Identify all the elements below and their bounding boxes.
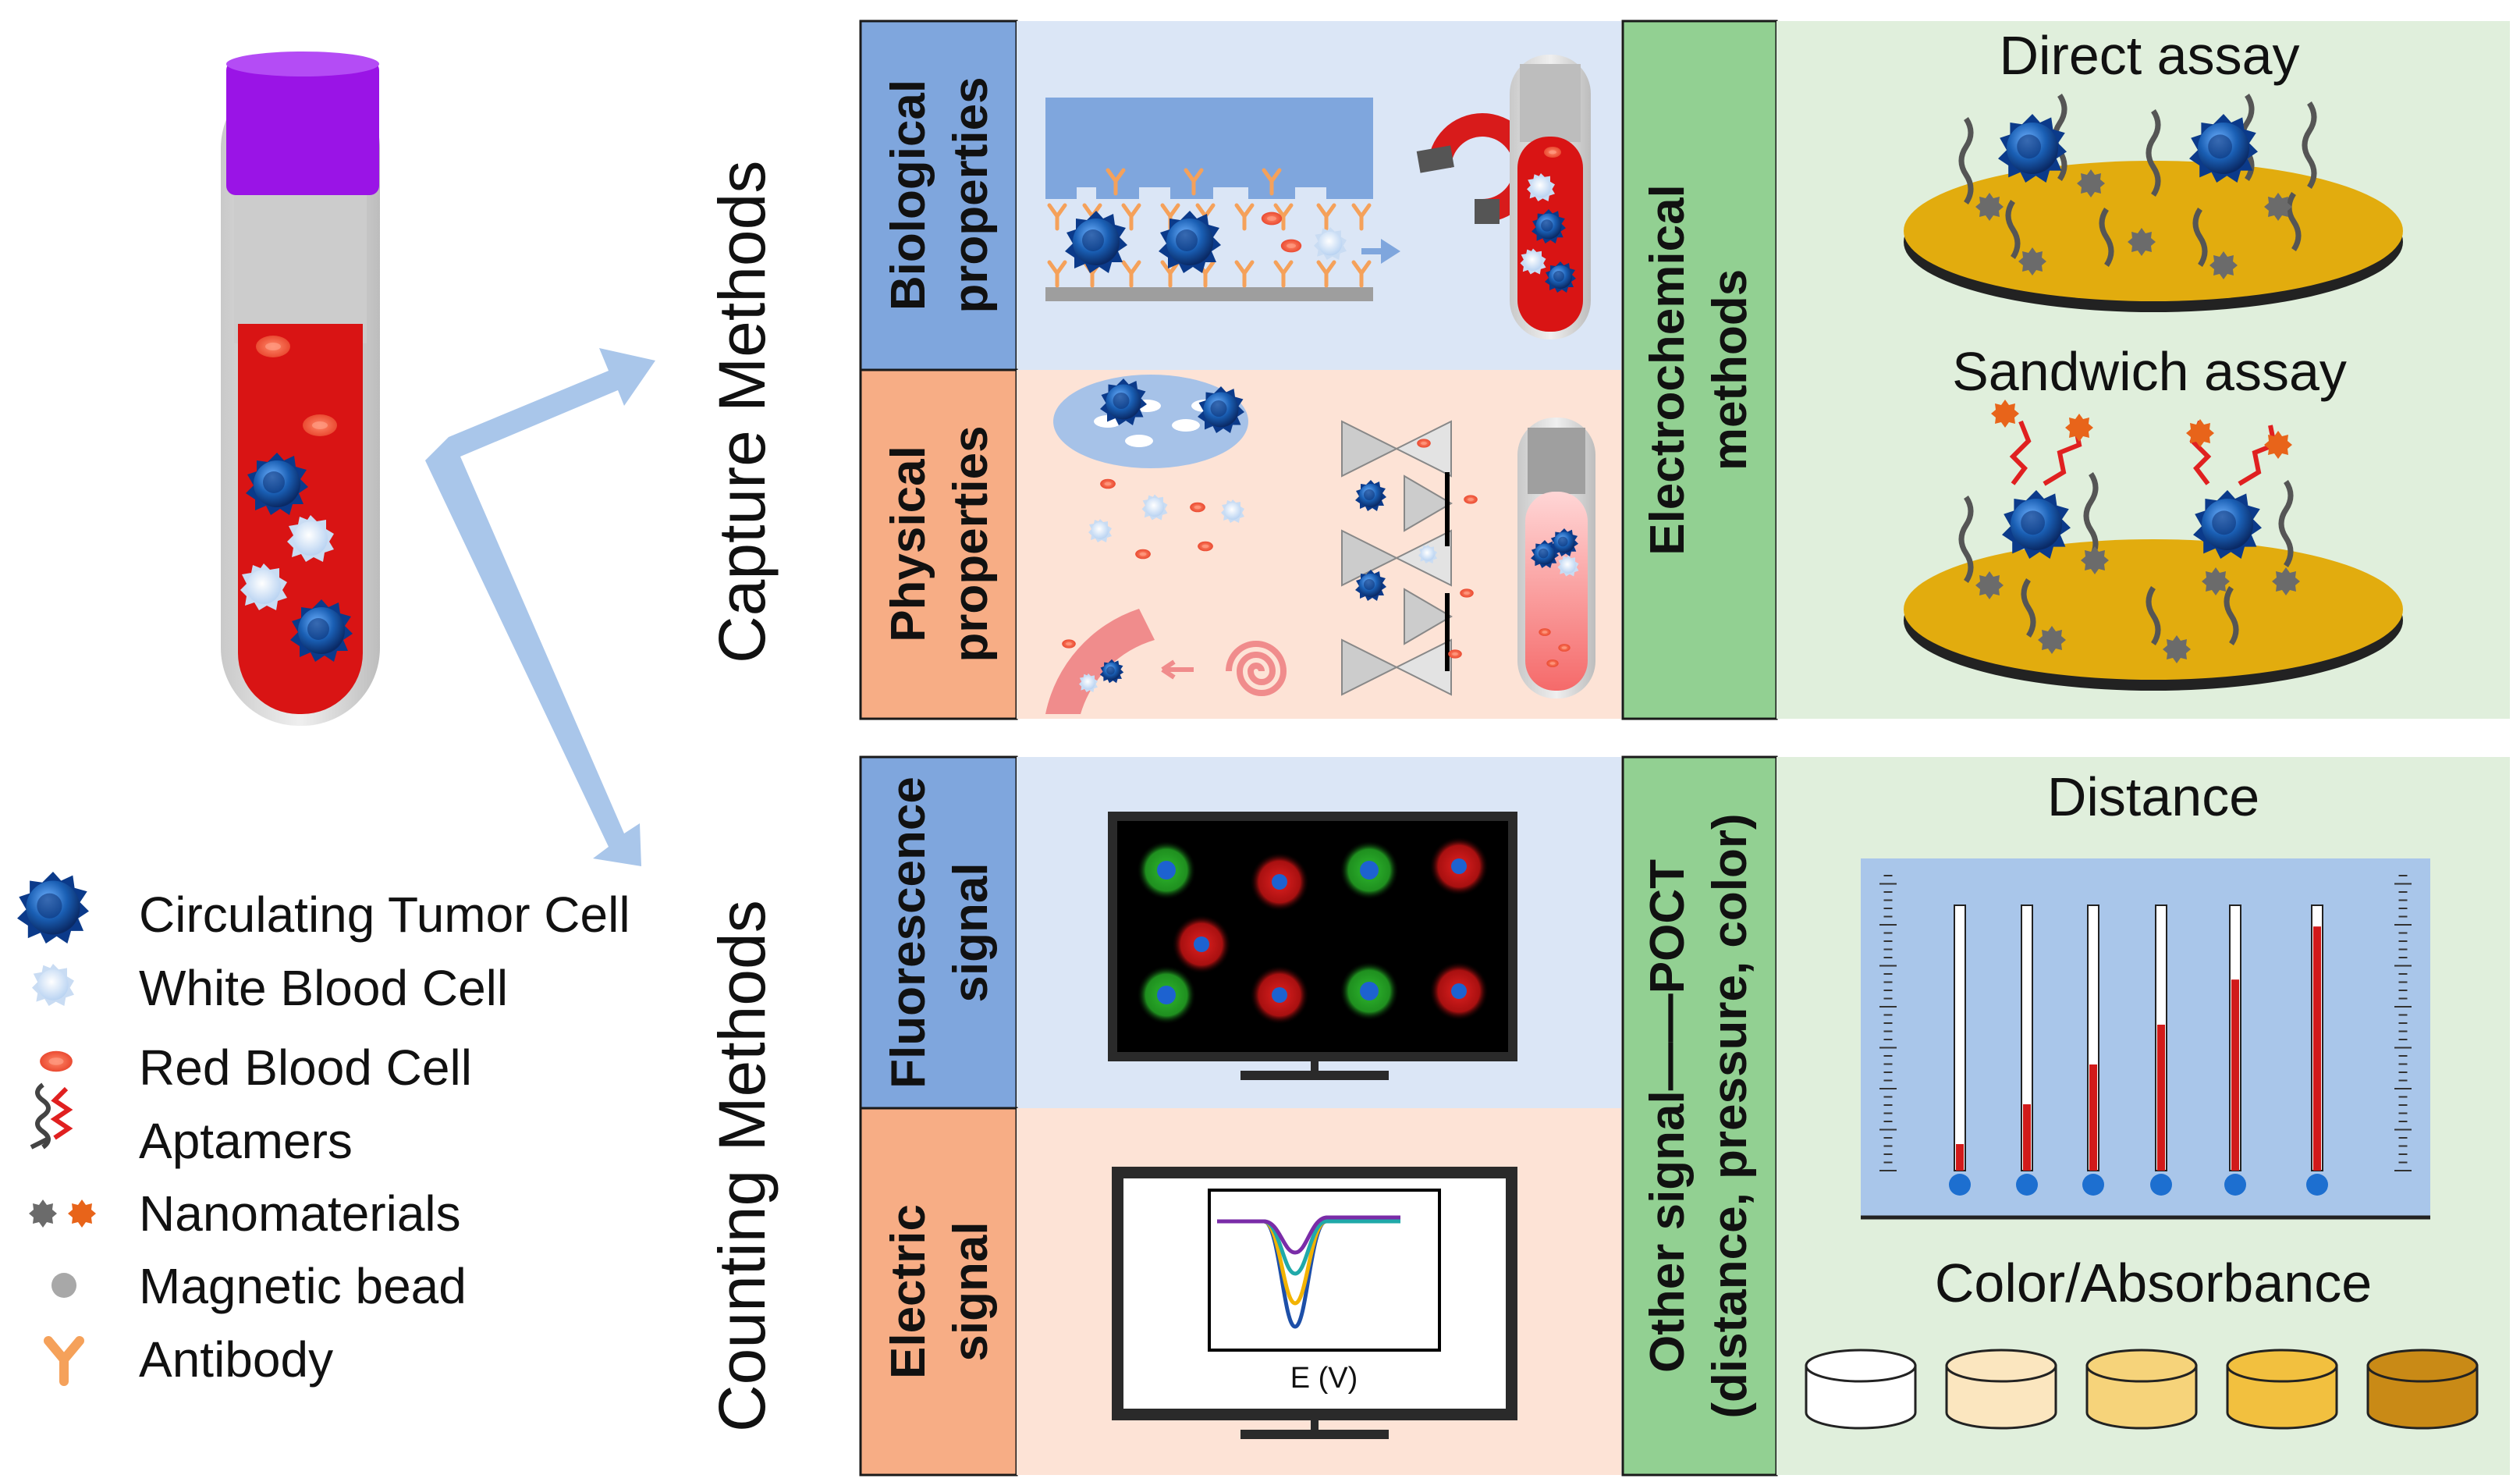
thermometer-bulb: [2082, 1174, 2104, 1196]
magnetic-separation-tube: [1510, 55, 1591, 339]
electric-monitor-icon: E (V): [1112, 1167, 1517, 1439]
aptamers-icon: [30, 1082, 73, 1150]
electrochemical-label-line2: methods: [1703, 269, 1757, 471]
thermometer-bulb: [1949, 1174, 1971, 1196]
distance-readout-board: [1861, 858, 2430, 1220]
sandwich-assay-electrode: [1904, 400, 2403, 691]
color-absorbance-title: Color/Absorbance: [1935, 1253, 2372, 1313]
capture-methods-title: Capture Methods: [705, 161, 779, 663]
thermometer-tube: [1954, 904, 1966, 1171]
fluorescence-label-line1: Fluorescence: [882, 777, 935, 1089]
white-blood-cell-icon: [32, 964, 74, 1006]
red-blood-cell-icon: [256, 336, 290, 357]
legend-label: White Blood Cell: [139, 960, 508, 1016]
fluorescence-signal-panel: Fluorescence signal: [859, 755, 1621, 1110]
nanomaterials-icon: [68, 1199, 96, 1228]
spiral-channel-icon: [1045, 609, 1287, 714]
nanomaterials-icon: [29, 1199, 57, 1228]
legend-label: Aptamers: [139, 1113, 353, 1169]
red-blood-cell-icon: [303, 414, 337, 436]
fluorescence-label-line2: signal: [944, 862, 998, 1002]
tube-cap: [226, 61, 379, 195]
poct-label-line1: Other signal——POCT: [1641, 859, 1695, 1373]
antibody-icon: [44, 1336, 84, 1386]
blood-sample-tube: [221, 52, 380, 726]
electric-label-line1: Electric: [882, 1204, 935, 1379]
biological-label-line2: properties: [944, 76, 998, 313]
split-arrows: [425, 348, 655, 866]
magnetic-bead-icon: [51, 1273, 76, 1298]
legend-label: Antibody: [139, 1331, 333, 1388]
thermometer-fill: [2157, 1025, 2165, 1171]
biological-label-line1: Biological: [882, 80, 935, 311]
thermometer-fill: [2089, 1064, 2097, 1171]
fluorescence-monitor-icon: [1108, 812, 1517, 1080]
legend-label: Red Blood Cell: [139, 1040, 472, 1096]
colorimetric-cup: [1945, 1349, 2057, 1430]
physical-label-line1: Physical: [882, 446, 935, 642]
thermometer-fill: [2023, 1104, 2031, 1171]
filter-membrane-icon: [1053, 375, 1248, 468]
flow-arrow-icon: [1361, 239, 1400, 264]
thermometer-bulb: [2306, 1174, 2328, 1196]
thermometer-bulb: [2016, 1174, 2038, 1196]
legend-label: Circulating Tumor Cell: [139, 887, 630, 943]
colorimetric-cup: [2226, 1349, 2338, 1430]
direct-assay-title: Direct assay: [1999, 25, 2299, 86]
electric-label-line2: signal: [944, 1221, 998, 1361]
biological-properties-panel: Biological properties: [859, 20, 1621, 371]
thermometer-fill: [1956, 1144, 1964, 1171]
capture-chip-icon: [1045, 98, 1373, 199]
red-blood-cell-icon: [1261, 211, 1283, 226]
colorimetric-cup: [2085, 1349, 2198, 1430]
electric-plot-xlabel: E (V): [1290, 1362, 1358, 1395]
poct-label-line2: (distance, pressure, color): [1703, 813, 1757, 1418]
thermometer-bulb: [2150, 1174, 2172, 1196]
colorimetric-cup: [2366, 1349, 2479, 1430]
thermometer-bulb: [2224, 1174, 2246, 1196]
physical-properties-panel: Physical properties: [859, 368, 1621, 720]
poct-signal-panel: Other signal——POCT (distance, pressure, …: [1621, 755, 2510, 1477]
counting-methods-title: Counting Methods: [705, 900, 779, 1432]
density-gradient-tube: [1517, 418, 1595, 698]
red-blood-cell-icon: [40, 1050, 73, 1072]
direct-assay-electrode: [1904, 94, 2403, 312]
substrate-icon: [1045, 287, 1373, 301]
red-blood-cell-icon: [1280, 239, 1302, 253]
thermometer-fill: [2313, 926, 2321, 1171]
physical-label-line2: properties: [944, 425, 998, 662]
distance-title: Distance: [2047, 766, 2259, 827]
thermometer-fill: [2231, 979, 2239, 1171]
electric-signal-panel: Electric signal E (V): [859, 1107, 1621, 1477]
legend-label: Magnetic bead: [139, 1258, 467, 1314]
electrochemical-methods-panel: Electrochemical methods Direct assay: [1621, 20, 2510, 720]
electrochemical-label-line1: Electrochemical: [1641, 184, 1695, 556]
deterministic-lateral-displacement-icon: [1341, 420, 1478, 696]
colorimetric-cups: [1805, 1349, 2479, 1430]
legend: Circulating Tumor Cell White Blood Cell …: [17, 872, 630, 1388]
colorimetric-cup: [1805, 1349, 1917, 1430]
circulating-tumor-cell-icon: [17, 872, 89, 944]
sandwich-assay-title: Sandwich assay: [1952, 341, 2347, 402]
legend-label: Nanomaterials: [139, 1185, 461, 1242]
